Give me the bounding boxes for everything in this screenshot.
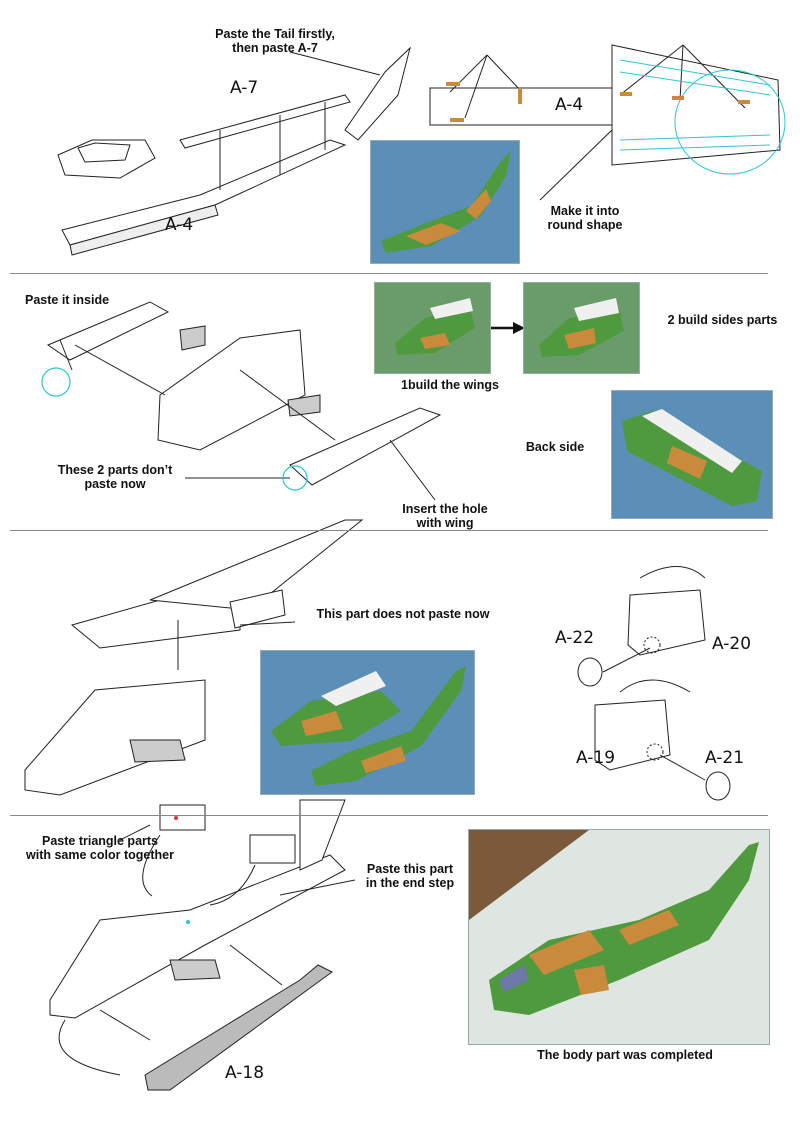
tail-part [344, 46, 411, 141]
caption-build-wings: 1build the wings [401, 378, 499, 392]
assembled-body [24, 679, 206, 796]
triangle-part-1 [159, 804, 206, 831]
note-insert-hole: Insert the hole with wing [402, 502, 488, 530]
assembled-top [70, 599, 241, 649]
photo-assembly-progress [260, 650, 475, 795]
photo-wings [374, 282, 491, 374]
a7-part [179, 94, 351, 149]
triangle-part-2 [249, 834, 296, 864]
side-part-right [289, 407, 442, 486]
label-a19: A-19 [576, 748, 616, 768]
note-tail-first: Paste the Tail firstly, then paste A-7 [215, 27, 335, 55]
a22-cylinder [577, 657, 603, 687]
label-a18: A-18 [225, 1063, 265, 1083]
section-divider-1 [10, 273, 768, 274]
label-a4-left: A-4 [165, 215, 194, 235]
final-tail [299, 799, 346, 871]
note-paste-inside: Paste it inside [25, 293, 110, 307]
note-triangle-parts: Paste triangle parts with same color tog… [26, 834, 174, 862]
label-a4-right: A-4 [555, 95, 584, 115]
photo-tail-assembly [370, 140, 520, 264]
body-section [157, 329, 306, 451]
a18-part [144, 964, 333, 1091]
photo-back-side [611, 390, 773, 519]
caption-back-side: Back side [525, 440, 585, 454]
photo-sides [523, 282, 640, 374]
label-a7: A-7 [230, 78, 259, 98]
section-divider-3 [10, 815, 768, 816]
a21-cylinder [705, 771, 731, 801]
side-part-left [46, 301, 170, 361]
caption-body-completed: The body part was completed [537, 1048, 713, 1062]
photo-completed-body [468, 829, 770, 1045]
caption-build-sides: 2 build sides parts [667, 313, 778, 327]
note-not-paste: This part does not paste now [316, 607, 490, 621]
final-assembly [49, 854, 346, 1019]
label-a22: A-22 [555, 628, 595, 648]
note-dont-paste: These 2 parts don’t paste now [57, 463, 173, 491]
note-round-shape: Make it into round shape [547, 204, 623, 232]
a19-part [594, 699, 671, 771]
label-a21: A-21 [705, 748, 745, 768]
note-end-step: Paste this part in the end step [365, 862, 455, 890]
label-a20: A-20 [712, 634, 752, 654]
section-divider-2 [10, 530, 768, 531]
a20-part [627, 589, 706, 656]
